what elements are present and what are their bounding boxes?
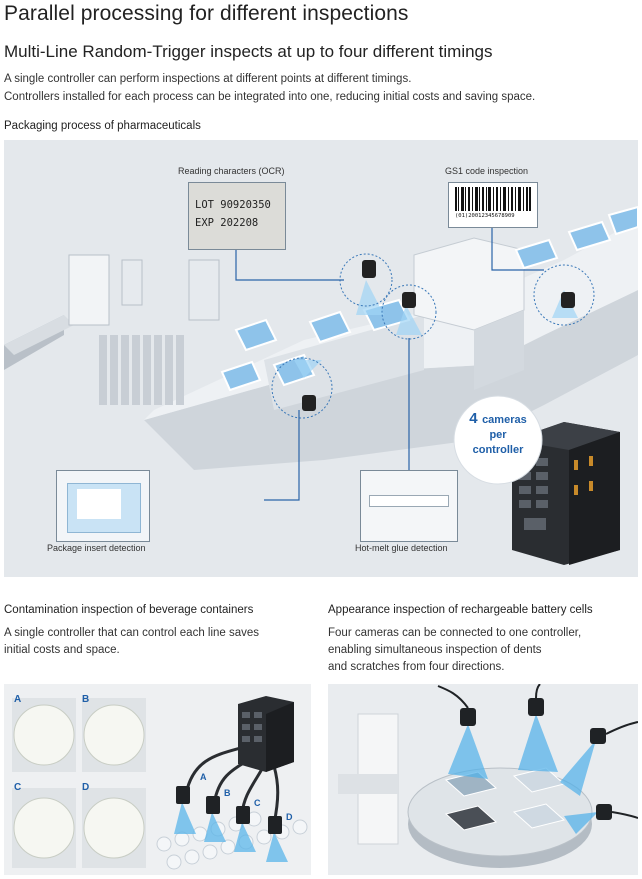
- battery-line-3: and scratches from four directions.: [328, 661, 505, 673]
- packaging-illustration: Reading characters (OCR) LOT 90920350 EX…: [4, 140, 638, 577]
- bottle-label-a: A: [14, 694, 22, 705]
- packaging-heading: Packaging process of pharmaceuticals: [4, 120, 201, 132]
- battery-line-1: Four cameras can be connected to one con…: [328, 627, 582, 639]
- cameras-per-controller: 4 cameras per controller: [456, 410, 540, 457]
- bottle-label-d: D: [82, 782, 90, 793]
- glue-strip: [369, 495, 449, 507]
- intro-line-2: Controllers installed for each process c…: [4, 91, 536, 103]
- battery-line-2: enabling simultaneous inspection of dent…: [328, 644, 542, 656]
- gs1-label: GS1 code inspection: [445, 166, 529, 176]
- ocr-lot-text: LOT 90920350: [195, 199, 271, 211]
- ocr-exp-text: EXP 202208: [195, 217, 259, 229]
- gs1-sample-image: (01)20012345678909: [448, 182, 538, 228]
- cameras-per: per: [489, 429, 507, 441]
- battery-heading: Appearance inspection of rechargeable ba…: [328, 604, 593, 616]
- bottle-label-c: C: [14, 782, 22, 793]
- intro-line-1: A single controller can perform inspecti…: [4, 73, 412, 85]
- beverage-heading: Contamination inspection of beverage con…: [4, 604, 254, 616]
- beverage-drawing: [12, 696, 308, 870]
- camera-label-a: A: [200, 772, 207, 782]
- insert-label: Package insert detection: [47, 543, 146, 553]
- barcode-icon: [455, 187, 531, 211]
- page-subtitle: Multi-Line Random-Trigger inspects at up…: [4, 42, 493, 61]
- beverage-line-2: initial costs and space.: [4, 644, 120, 656]
- camera-label-d: D: [286, 812, 293, 822]
- cameras-word: cameras: [482, 414, 527, 426]
- ocr-sample-image: LOT 90920350 EXP 202208: [188, 182, 286, 250]
- beverage-image: A B C D A B C D: [4, 684, 311, 875]
- packaging-line-drawing: [4, 205, 638, 565]
- camera-label-b: B: [224, 788, 231, 798]
- hot-melt-image: [360, 470, 458, 542]
- camera-label-c: C: [254, 798, 261, 808]
- bottle-label-b: B: [82, 694, 90, 705]
- cameras-number: 4: [469, 410, 478, 427]
- page-title: Parallel processing for different inspec…: [4, 2, 409, 25]
- ocr-label: Reading characters (OCR): [178, 166, 285, 176]
- gs1-digits: (01)20012345678909: [455, 213, 515, 219]
- insert-paper: [77, 489, 121, 519]
- package-insert-image: [56, 470, 150, 542]
- battery-image: [328, 684, 638, 875]
- glue-label: Hot-melt glue detection: [355, 543, 448, 553]
- cameras-controller: controller: [472, 444, 524, 456]
- beverage-line-1: A single controller that can control eac…: [4, 627, 260, 639]
- battery-drawing: [338, 684, 638, 868]
